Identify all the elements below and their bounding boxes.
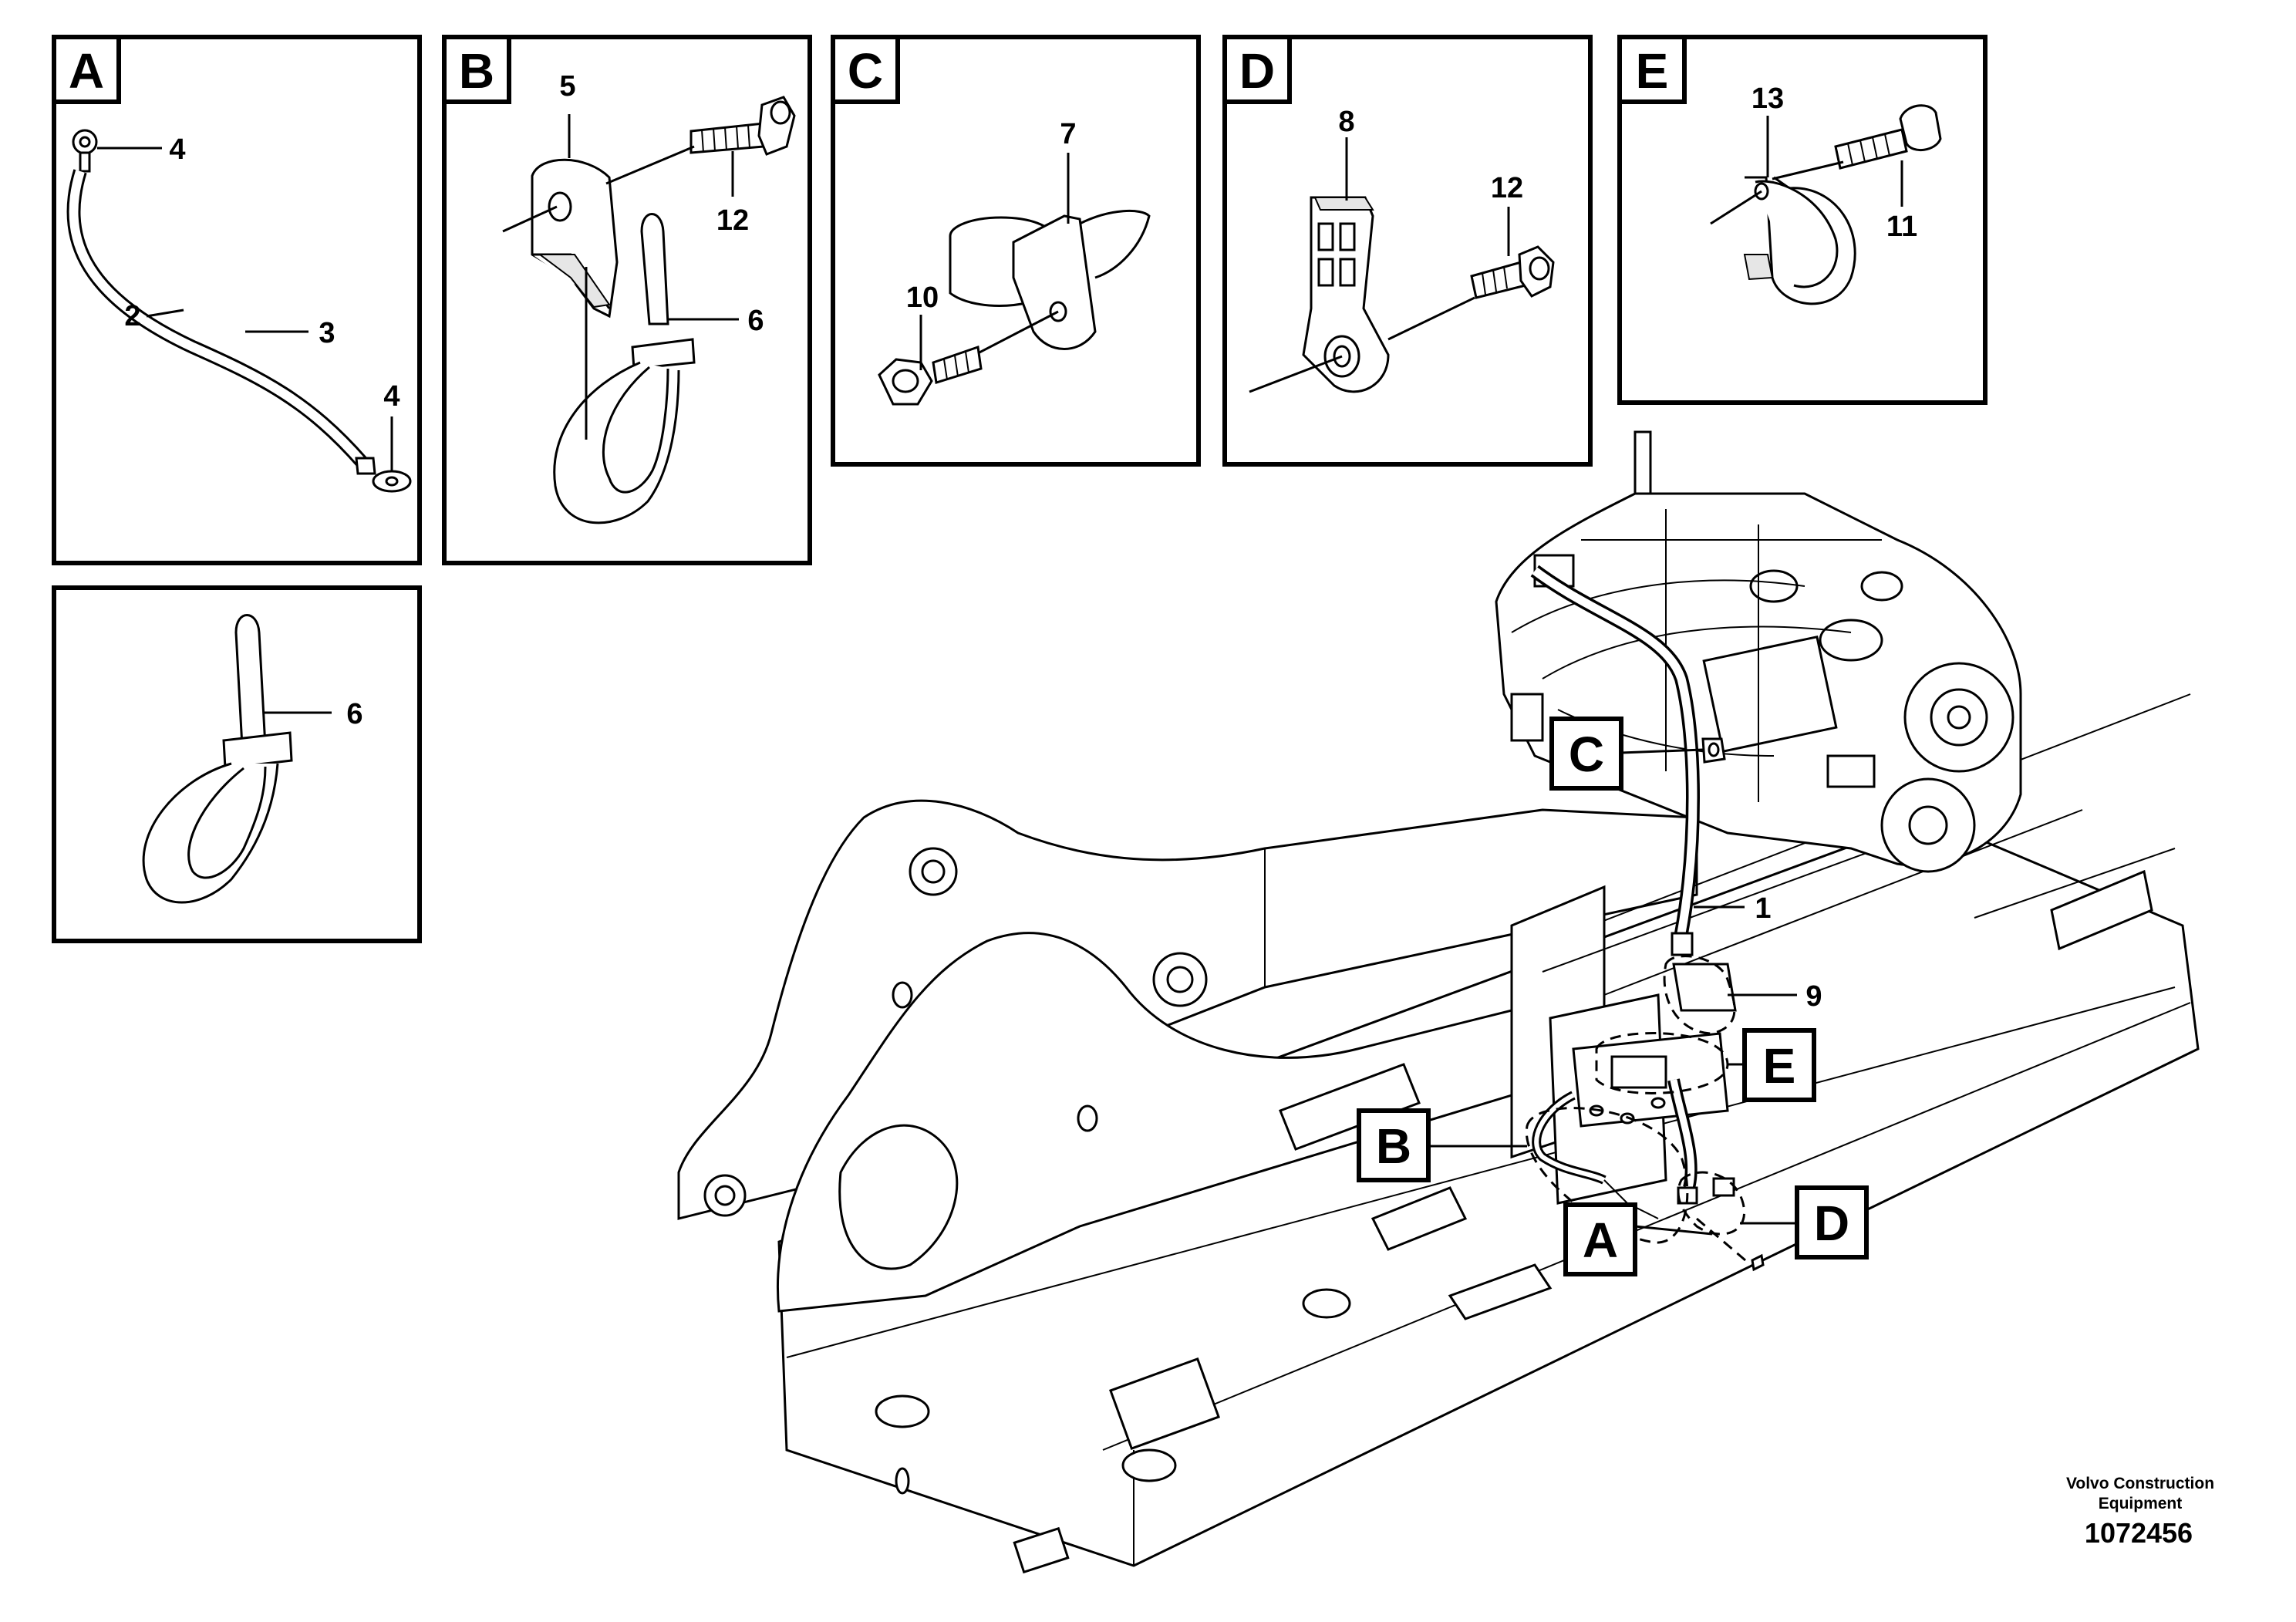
callout-2: 2	[124, 300, 140, 332]
callout-11: 11	[1886, 211, 1917, 243]
callout-4-top: 4	[169, 133, 185, 166]
document-number: 1072456	[2085, 1517, 2193, 1549]
tag-e: E	[1763, 1038, 1796, 1094]
tag-d: D	[1814, 1195, 1849, 1251]
callout-7: 7	[1060, 118, 1076, 150]
detail-panel-d: D 8 12	[1222, 35, 1593, 467]
bolt-part-11	[1834, 104, 1942, 170]
detail-panel-a: A 4 2 3 4	[52, 35, 422, 565]
panel-c-letter: C	[848, 43, 883, 99]
tag-c: C	[1569, 727, 1604, 782]
cable-tie-part-6	[142, 614, 293, 904]
callout-13: 13	[1752, 83, 1784, 115]
bolt-part-12-d	[1470, 245, 1555, 299]
clamp-part-7	[949, 209, 1151, 350]
panel-d-letter: D	[1239, 43, 1275, 99]
control-unit	[1532, 963, 1765, 1272]
clip-part-5	[531, 158, 619, 319]
bolt-part-10	[878, 345, 983, 406]
p-clamp-part-13	[1743, 176, 1856, 305]
callout-5: 5	[559, 70, 575, 103]
bolt-part-12	[689, 96, 796, 156]
detail-panel-c: C 7 10	[831, 35, 1201, 467]
callout-4-bottom: 4	[383, 380, 400, 413]
callout-12-d: 12	[1491, 172, 1523, 204]
tag-b: B	[1376, 1118, 1411, 1174]
ground-cable	[66, 129, 412, 493]
main-assembly: C E B A D 1 9	[677, 430, 2200, 1574]
company-name-line1: Volvo Construction	[2066, 1475, 2214, 1492]
harness-cable	[1530, 565, 1726, 956]
callout-1: 1	[1755, 892, 1771, 925]
detail-panel-e: E 13 11	[1617, 35, 1988, 405]
callout-6: 6	[346, 698, 362, 730]
callout-3: 3	[319, 317, 335, 349]
panel-a-letter: A	[69, 43, 104, 99]
detail-panel-b: B 5 12 6	[442, 35, 812, 565]
callout-10: 10	[906, 282, 939, 314]
detail-panel-cable-tie: 6	[52, 585, 422, 943]
engine	[1495, 430, 2022, 873]
holder-part-8	[1302, 196, 1390, 393]
callout-6-b: 6	[747, 305, 764, 337]
company-name-line2: Equipment	[2099, 1495, 2183, 1512]
callout-12-b: 12	[716, 204, 749, 237]
tag-a: A	[1583, 1212, 1618, 1268]
machine-frame	[677, 693, 2200, 1574]
panel-e-letter: E	[1636, 43, 1669, 99]
footer: Volvo Construction Equipment 1072456	[2066, 1475, 2214, 1549]
callout-8: 8	[1338, 106, 1354, 138]
panel-b-letter: B	[459, 43, 494, 99]
callout-9: 9	[1805, 980, 1822, 1013]
